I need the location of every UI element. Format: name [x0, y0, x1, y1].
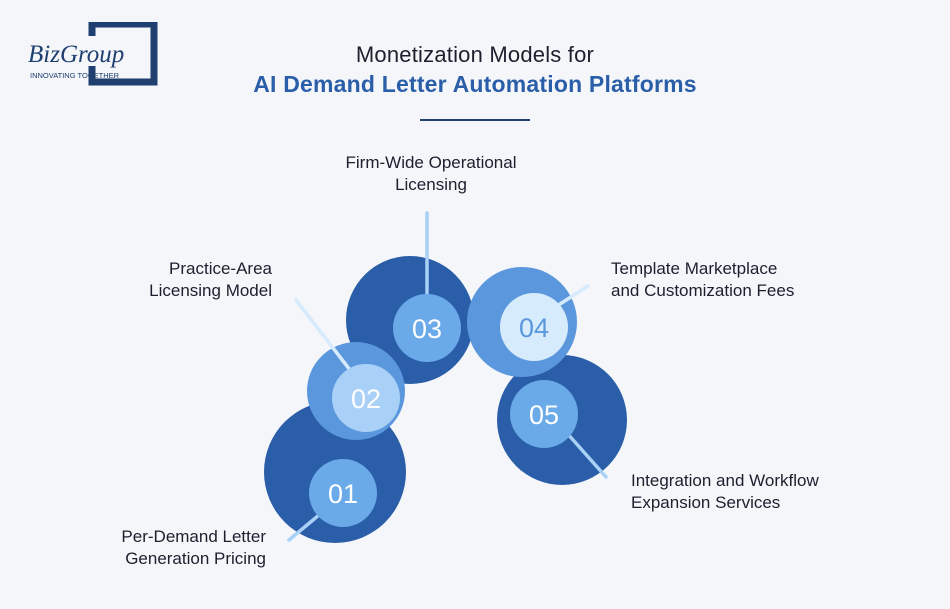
page-title: Monetization Models for AI Demand Letter…: [0, 42, 950, 98]
step-04-connector: [558, 284, 590, 306]
title-line-2: AI Demand Letter Automation Platforms: [253, 71, 697, 97]
step-04-label: Template Marketplace and Customization F…: [611, 258, 841, 302]
logo-graphic: BizGroup INNOVATING TOGETHER: [26, 20, 158, 86]
step-05-label-line-1: Integration and Workflow: [631, 471, 819, 490]
step-03-inner-circle: [393, 294, 461, 362]
bizgroup-logo: BizGroup INNOVATING TOGETHER: [22, 20, 162, 88]
step-02-inner-circle: [332, 364, 400, 432]
step-01-number: 01: [328, 479, 358, 509]
step-04-number: 04: [519, 313, 549, 343]
step-04-inner-circle: [500, 293, 568, 361]
step-03-label-line-1: Firm-Wide Operational: [345, 153, 517, 172]
step-03-number: 03: [412, 314, 442, 344]
title-divider: [420, 119, 530, 121]
title-line-1: Monetization Models for: [355, 42, 595, 67]
step-04-label-line-2: and Customization Fees: [611, 281, 795, 300]
step-04-label-line-1: Template Marketplace: [611, 259, 778, 278]
step-02-connector: [294, 298, 352, 372]
step-05-connector: [564, 430, 608, 479]
step-01-label: Per-Demand Letter Generation Pricing: [60, 526, 266, 570]
svg-text:BizGroup: BizGroup: [28, 41, 124, 68]
step-05-number: 05: [529, 400, 559, 430]
step-05-label: Integration and Workflow Expansion Servi…: [631, 470, 871, 514]
step-01-label-line-1: Per-Demand Letter: [121, 527, 266, 546]
step-05-label-line-2: Expansion Services: [631, 493, 781, 512]
step-02-label-line-1: Practice-Area: [169, 259, 272, 278]
step-01-inner-circle: [309, 459, 377, 527]
step-01-label-line-2: Generation Pricing: [125, 549, 266, 568]
step-03-label-line-2: Licensing: [395, 175, 467, 194]
svg-text:INNOVATING TOGETHER: INNOVATING TOGETHER: [30, 71, 120, 80]
step-02-number: 02: [351, 384, 381, 414]
step-02-label: Practice-Area Licensing Model: [100, 258, 272, 302]
step-05-inner-circle: [510, 380, 578, 448]
step-02-label-line-2: Licensing Model: [149, 281, 272, 300]
step-03-label: Firm-Wide Operational Licensing: [326, 152, 536, 196]
